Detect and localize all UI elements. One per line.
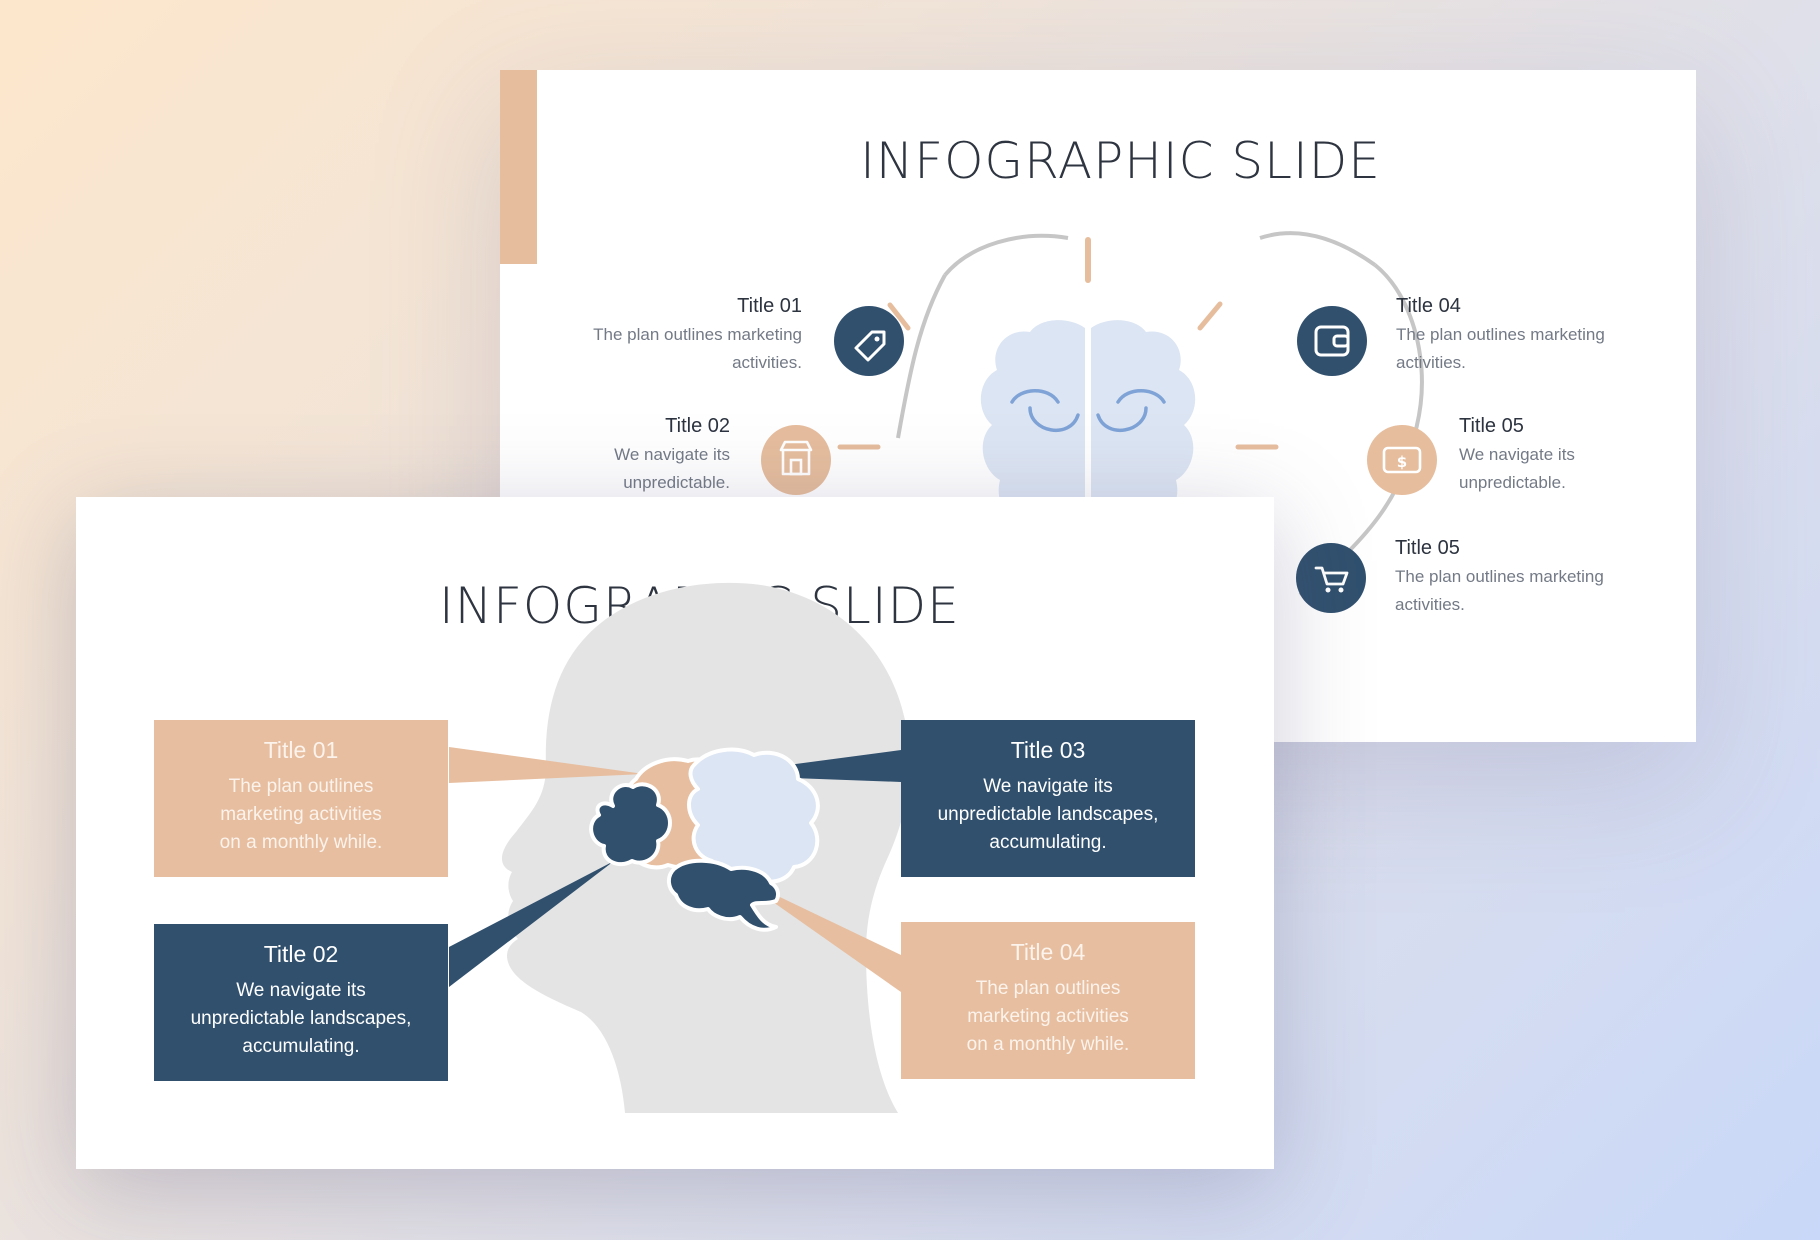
money-icon: $	[1367, 425, 1437, 495]
brain-illustration	[980, 320, 1196, 515]
store-icon	[761, 425, 831, 495]
connector-title-01	[449, 747, 644, 783]
connector-title-02	[449, 861, 614, 987]
ring-arc-left-top	[943, 233, 1069, 277]
ring-arc-right-top	[1259, 231, 1377, 267]
ring-arc-left	[896, 274, 947, 439]
cart-icon	[1296, 543, 1366, 613]
ray-top-left	[887, 302, 911, 331]
brain-cycle-diagram: $	[761, 231, 1437, 613]
accent-bar	[500, 70, 537, 264]
front-slide: INFOGRAPHIC SLIDE Title 01 The plan outl…	[76, 497, 1274, 1169]
connector-title-04	[736, 876, 901, 992]
svg-text:$: $	[1397, 453, 1407, 471]
ray-top-right	[1197, 301, 1223, 331]
tag-icon	[834, 306, 904, 376]
back-slide-title: INFOGRAPHIC SLIDE	[860, 132, 1381, 190]
head-brain-diagram	[449, 582, 910, 1113]
wallet-icon	[1297, 306, 1367, 376]
ring-arc-right	[1298, 263, 1424, 597]
brain-illustration	[589, 747, 820, 932]
